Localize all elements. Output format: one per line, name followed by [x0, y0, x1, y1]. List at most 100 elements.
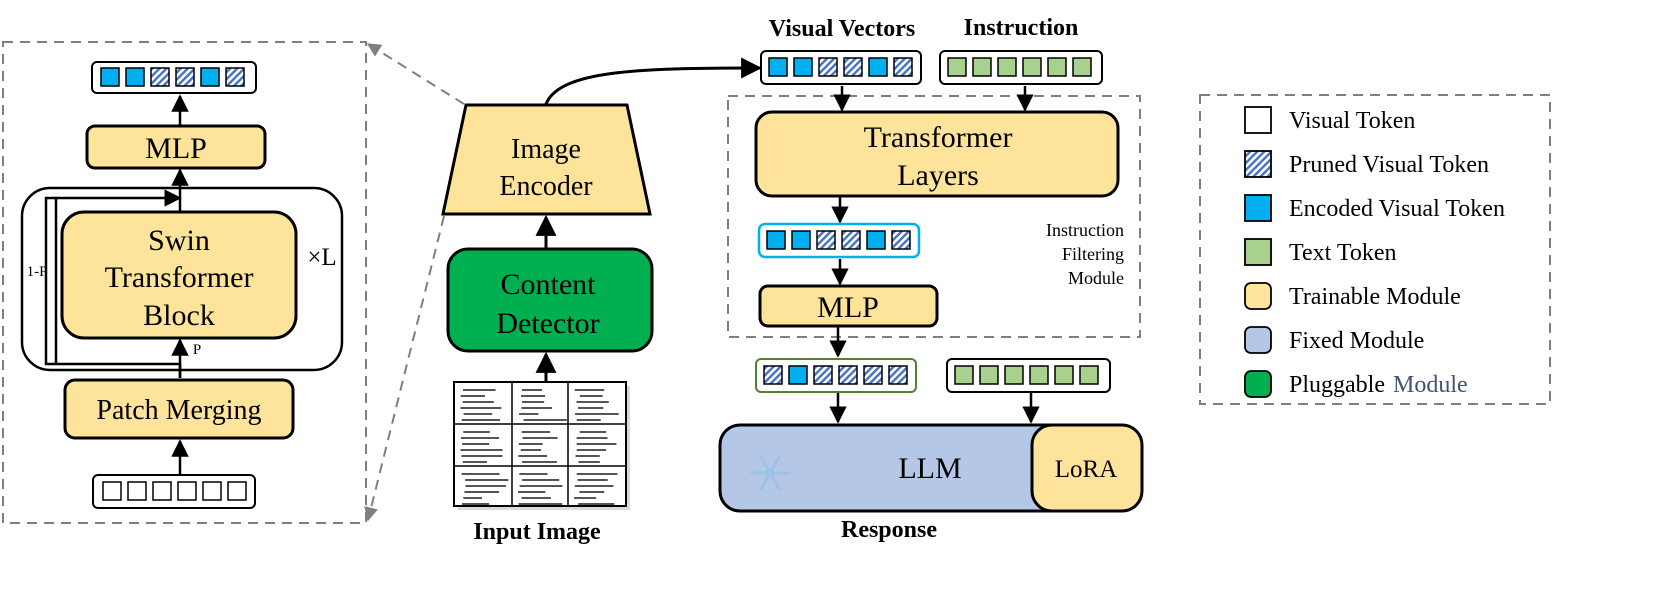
document-text-line	[519, 485, 563, 487]
encoded-token	[868, 57, 888, 77]
image-encoder-line2: Encoder	[499, 171, 593, 202]
swin-block-line1: Swin	[148, 224, 210, 257]
encoded-token	[125, 67, 145, 87]
lora-label: LoRA	[1055, 456, 1118, 483]
legend-swatch-encoded	[1244, 194, 1272, 222]
document-text-line	[522, 437, 558, 439]
document-text-line	[522, 461, 557, 463]
skip-label: 1-P	[27, 264, 48, 280]
legend-swatch-visual	[1244, 106, 1272, 134]
filter-mlp-box	[758, 284, 939, 328]
pruned-token	[838, 365, 858, 385]
swin-mlp-label: MLP	[145, 132, 207, 165]
pruned-token	[225, 67, 245, 87]
document-text-line	[520, 449, 542, 451]
document-text-line	[574, 389, 605, 391]
patch-merging-box	[63, 378, 295, 440]
document-text-line	[579, 491, 605, 493]
snowflake-icon	[750, 455, 790, 491]
document-text-line	[518, 455, 548, 457]
encoded-token	[768, 57, 788, 77]
patch-merging-label: Patch Merging	[96, 395, 261, 426]
zoom-line-top	[366, 43, 465, 105]
encoded-token	[200, 67, 220, 87]
document-text-line	[575, 413, 619, 415]
document-text-line	[518, 491, 546, 493]
document-text-line	[518, 443, 543, 445]
pruned-token	[863, 365, 883, 385]
swin-repeat-frame	[20, 186, 344, 372]
document-text-line	[576, 473, 618, 475]
filter-mlp-label: MLP	[817, 291, 879, 324]
instruction-label: Instruction	[964, 15, 1079, 41]
pruned-token	[818, 57, 838, 77]
text-token	[972, 57, 992, 77]
document-text-line	[579, 431, 607, 433]
zoom-line-bottom	[364, 215, 445, 522]
lora-box	[1030, 423, 1144, 513]
visual-token	[102, 481, 122, 501]
text-tokens	[954, 365, 1099, 385]
swin-mlp-box	[85, 124, 267, 170]
legend-swatch-fixed	[1244, 326, 1272, 354]
swin-block-line3: Block	[143, 299, 215, 332]
pruned-token	[893, 57, 913, 77]
document-text-line	[522, 401, 545, 403]
document-text-line	[462, 389, 496, 391]
document-text-line	[520, 395, 546, 397]
document-text-line	[521, 431, 551, 433]
input-image-thumbnail	[453, 381, 630, 510]
pruned-token	[813, 365, 833, 385]
pruned-token	[843, 57, 863, 77]
pruned-token	[175, 67, 195, 87]
document-text-line	[519, 473, 548, 475]
visual-token	[202, 481, 222, 501]
pruned-token	[816, 230, 836, 250]
transformer-line2: Layers	[897, 159, 979, 192]
visual-vector-tokens	[768, 57, 913, 77]
transformer-line1: Transformer	[864, 121, 1013, 154]
document-text-line	[574, 497, 597, 499]
document-text-line	[463, 413, 493, 415]
text-token	[1029, 365, 1049, 385]
text-token	[947, 57, 967, 77]
document-text-line	[523, 419, 567, 421]
document-text-line	[465, 479, 509, 481]
input-image-label: Input Image	[473, 519, 601, 545]
pruned-token	[763, 365, 783, 385]
legend-swatch-pruned	[1244, 150, 1272, 178]
llm-column: Visual Vectors Instruction Transformer L…	[718, 15, 1144, 543]
document-text-line	[521, 407, 553, 409]
arrow-encoder-to-visual-vectors	[544, 57, 763, 105]
legend-label-pruned: Pruned Visual Token	[1289, 152, 1489, 178]
path-label: P	[193, 342, 201, 358]
content-detector-line1: Content	[501, 268, 597, 301]
document-text-line	[462, 461, 487, 463]
pruned-token	[891, 230, 911, 250]
document-text-line	[578, 407, 604, 409]
legend-frame	[1199, 94, 1551, 405]
instruction-tokens	[947, 57, 1092, 77]
document-text-line	[578, 503, 615, 505]
legend-label-trainable: Trainable Module	[1289, 284, 1461, 310]
content-detector-line2: Detector	[496, 307, 599, 340]
text-token	[1004, 365, 1024, 385]
filter-tokens	[766, 230, 911, 250]
transformer-layers-box	[754, 110, 1120, 198]
document-text-line	[462, 401, 494, 403]
document-text-line	[521, 389, 542, 391]
encoded-token	[788, 365, 808, 385]
legend-label-text: Text Token	[1289, 240, 1397, 266]
legend-label-fixed: Fixed Module	[1289, 328, 1424, 354]
document-text-line	[460, 449, 503, 451]
swin-detail-dashed-frame	[2, 41, 367, 524]
content-detector-box	[446, 247, 654, 353]
encoded-token	[793, 57, 813, 77]
document-text-line	[576, 449, 607, 451]
encoded-token	[766, 230, 786, 250]
document-text-line	[577, 479, 608, 481]
document-text-line	[463, 431, 490, 433]
